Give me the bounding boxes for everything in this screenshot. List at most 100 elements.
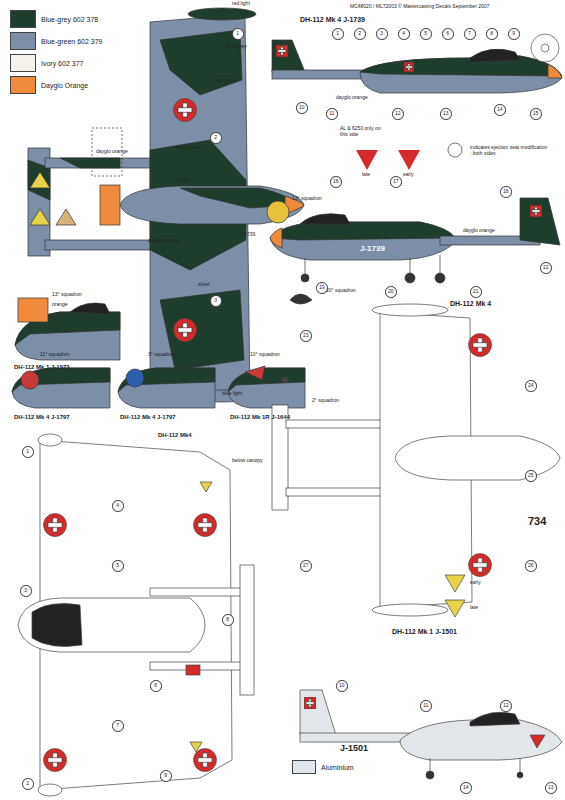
decal-label: blue-green	[214, 78, 238, 84]
decal-label: dayglo orange	[96, 149, 128, 155]
decal-label: 2° squadron	[312, 398, 339, 404]
decal-label: 13° squadron	[52, 292, 82, 298]
callout-number: 9	[160, 770, 172, 782]
roundel	[44, 514, 67, 537]
callout-number: 17	[390, 176, 402, 188]
decal-label: blue-grey	[226, 44, 247, 50]
callout-number: 8	[486, 28, 498, 40]
fin-flag	[276, 45, 288, 57]
callout-number: 23	[300, 330, 312, 342]
legend-text: Dayglo Orange	[41, 82, 88, 89]
legend-entry: Dayglo Orange	[10, 76, 88, 94]
legend-text: Aluminium	[321, 764, 354, 771]
side-view-camo-2	[267, 198, 560, 304]
decal-label: 13° squadron	[292, 196, 322, 202]
callout-number: 4	[398, 28, 410, 40]
callout-number: 27	[300, 560, 312, 572]
callout-number: 19	[316, 282, 328, 294]
decal-label: J-1739	[318, 80, 343, 89]
callout-number: 4	[112, 500, 124, 512]
callout-number: 24	[525, 380, 537, 392]
legend-text: Ivory 602 377	[41, 60, 83, 67]
decal-label: AL & 6250 only on this side	[340, 126, 386, 137]
callout-number: 12	[392, 108, 404, 120]
decal-label: DH-112 Mk 1R J-1644	[230, 414, 290, 421]
fin-flag	[304, 697, 316, 709]
decal-label: 20° squadron	[326, 288, 356, 294]
decal-label: DH-112 Mk 4 J-1739	[300, 16, 365, 24]
decal-label: blue-green	[176, 145, 200, 151]
ejection-triangles	[356, 34, 559, 170]
decal-label: dayglo orange	[463, 228, 495, 234]
decal-label: 3° squadron	[148, 352, 175, 358]
decal-label: DH-112 Mk4	[158, 432, 192, 439]
callout-number: 20	[385, 286, 397, 298]
fuselage-flag	[404, 62, 414, 72]
decal-label: J-1501	[340, 744, 368, 754]
callout-number: 10	[296, 102, 308, 114]
decal-label: 734	[528, 515, 546, 527]
callout-number: 3	[376, 28, 388, 40]
callout-number: 10	[336, 680, 348, 692]
nose-profiles	[12, 298, 305, 408]
callout-number: 15	[530, 108, 542, 120]
decal-label: DH-112 Mk 1 J-1501	[392, 628, 457, 636]
callout-number: 2	[22, 778, 34, 790]
decal-label: silver	[198, 282, 210, 288]
decal-label: 10° squadron	[250, 352, 280, 358]
callout-number: 25	[525, 470, 537, 482]
roundel	[174, 319, 197, 342]
callout-number: 14	[494, 104, 506, 116]
roundel	[44, 749, 67, 772]
callout-number: 2	[354, 28, 366, 40]
decal-label: early	[470, 580, 481, 586]
legend-entry: Blue-grey 602 378	[10, 10, 98, 28]
decal-label: DH-112 Mk 1 J-1573	[14, 364, 70, 371]
decal-label: late	[362, 172, 370, 178]
callout-number: 26	[525, 560, 537, 572]
decal-label: below canopy	[232, 458, 264, 464]
roundel	[194, 514, 217, 537]
color-swatch	[10, 32, 36, 50]
roundel	[469, 334, 492, 357]
decal-label: late	[470, 605, 478, 611]
callout-number: 21	[470, 286, 482, 298]
callout-number: 6	[150, 680, 162, 692]
decal-label: blue light	[222, 391, 242, 397]
decal-label: 11° squadron	[40, 352, 69, 358]
decal-label: DH-112 Mk 4	[450, 300, 491, 308]
color-swatch	[10, 76, 36, 94]
callout-number: 22	[540, 262, 552, 274]
decal-label: early	[403, 172, 414, 178]
decal-label: dayglo orange	[336, 95, 368, 101]
side-view-silver	[300, 690, 562, 779]
callout-number: 9	[508, 28, 520, 40]
callout-number: 7	[112, 720, 124, 732]
callout-number: 12	[500, 700, 512, 712]
decal-label: silver	[178, 178, 190, 184]
legend-text: Blue-green 602 379	[41, 38, 103, 45]
callout-number: 1	[22, 446, 34, 458]
color-swatch	[292, 760, 316, 774]
fin-flag	[530, 205, 542, 217]
callout-number: 6	[442, 28, 454, 40]
decal-label: J-1739	[360, 245, 385, 254]
callout-number: 13	[545, 782, 557, 794]
plan-view-mk4-lower	[18, 434, 254, 796]
decal-label: dayglo orange	[148, 238, 180, 244]
legend-entry: Aluminium	[292, 760, 354, 774]
callout-number: 5	[420, 28, 432, 40]
legend-entry: Ivory 602 377	[10, 54, 83, 72]
callout-number: 11	[326, 108, 338, 120]
callout-number: 1	[232, 28, 244, 40]
callout-number: 3	[210, 295, 222, 307]
side-view-camo	[272, 40, 562, 93]
callout-number: 1	[332, 28, 344, 40]
callout-number: 16	[330, 176, 342, 188]
plan-view-mk4	[272, 304, 560, 617]
decal-label: J-1739	[240, 232, 255, 238]
decal-label: MC48020 / ML72003 © Mastercasting Decals…	[350, 4, 489, 10]
roundel	[469, 554, 492, 577]
callout-number: 3	[20, 585, 32, 597]
